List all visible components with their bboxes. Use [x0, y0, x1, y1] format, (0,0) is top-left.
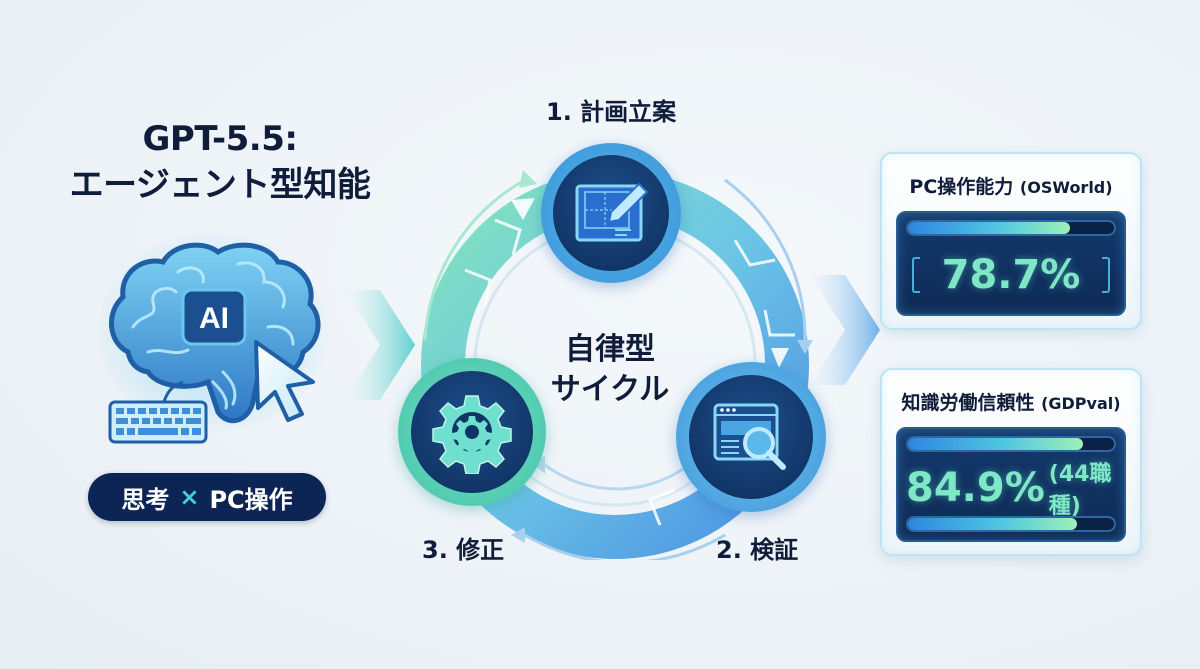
svg-text:AI: AI	[199, 302, 229, 335]
metric-card-osworld: PC操作能力 (OSWorld) 78.7%	[880, 152, 1142, 330]
step-3-label: 3. 修正	[422, 536, 505, 564]
metric-card-gdpval: 知識労働信頼性 (GDPval) 84.9% (44職種)	[880, 368, 1142, 556]
metric-panel: 84.9% (44職種)	[896, 427, 1126, 542]
flow-arrow-left-icon	[345, 290, 415, 400]
blueprint-pencil-icon	[575, 182, 649, 242]
cycle-step-fix	[398, 358, 546, 506]
page-title: GPT-5.5: エージェント型知能	[40, 116, 400, 208]
flow-arrow-right-icon	[810, 275, 880, 385]
metric-title: PC操作能力 (OSWorld)	[909, 176, 1113, 198]
brain-ai-illustration: AI	[88, 232, 338, 447]
times-icon: ×	[179, 483, 200, 511]
metric-panel: 78.7%	[896, 211, 1126, 316]
gear-icon	[432, 395, 512, 474]
badge-left-text: 思考	[121, 485, 170, 514]
metric-title: 知識労働信頼性 (GDPval)	[901, 392, 1121, 414]
progress-bar-bottom	[906, 516, 1116, 532]
step-1-label: 1. 計画立案	[546, 98, 677, 126]
cycle-step-plan	[541, 143, 681, 283]
brain-icon: AI	[108, 242, 321, 444]
progress-bar-top	[906, 436, 1116, 452]
badge-right-text: PC操作	[209, 485, 293, 514]
step-2-label: 2. 検証	[716, 536, 799, 564]
metric-value: 78.7%	[906, 244, 1116, 306]
metric-value: 84.9% (44職種)	[906, 462, 1112, 519]
cycle-center-label: 自律型 サイクル	[550, 332, 670, 407]
thinking-x-pc-operation-badge: 思考 × PC操作	[88, 473, 326, 521]
progress-bar	[906, 220, 1116, 236]
title-line-2: エージェント型知能	[69, 165, 371, 205]
cycle-step-verify	[676, 362, 826, 512]
browser-magnifier-icon	[713, 403, 786, 470]
title-line-1: GPT-5.5:	[142, 119, 298, 159]
